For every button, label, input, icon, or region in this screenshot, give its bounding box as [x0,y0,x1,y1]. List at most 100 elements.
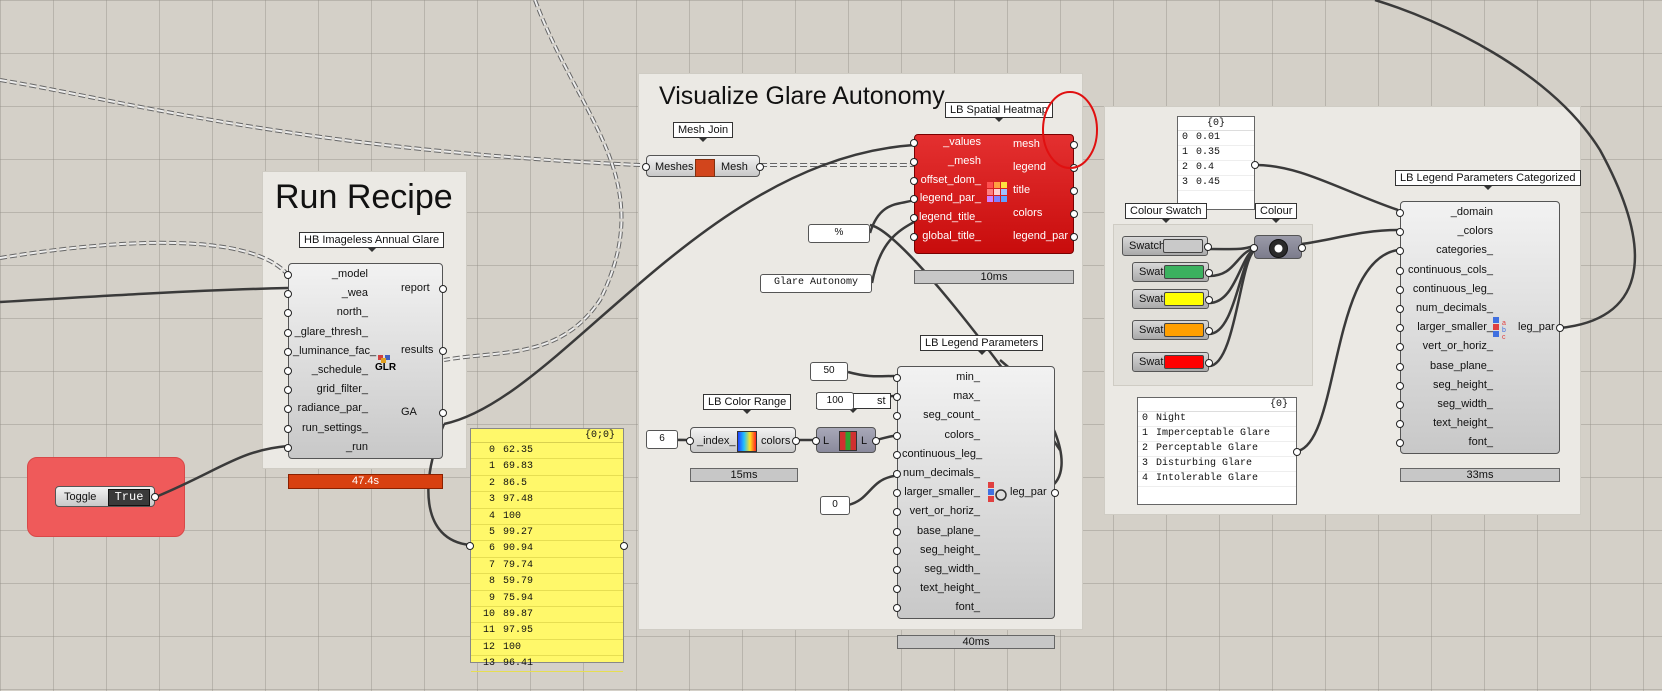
input-grip[interactable] [284,347,292,356]
output-grip[interactable] [151,493,159,501]
output-grip[interactable] [1205,327,1213,335]
input-grip[interactable] [1396,420,1404,429]
colour-swatch[interactable]: Swatch [1132,262,1213,282]
input-grip[interactable] [910,176,918,185]
colour-swatch[interactable]: Swatch [1132,352,1213,372]
input-grip[interactable] [893,393,901,402]
input-grip[interactable] [910,195,918,204]
colour-swatch[interactable]: Swatch [1122,236,1212,256]
index-param[interactable]: 6 [646,430,678,449]
input-grip[interactable] [1396,324,1404,333]
input-grip[interactable] [284,386,292,395]
input-grip[interactable] [284,443,292,452]
input-grip[interactable] [1396,285,1404,294]
output-grip[interactable] [1205,359,1213,367]
output-grip[interactable] [1070,210,1078,218]
output-grip[interactable] [1556,324,1564,332]
output-grip[interactable] [792,437,800,445]
swatch-color[interactable] [1164,292,1204,306]
decimals-param[interactable]: 0 [820,496,850,515]
input-grip[interactable] [893,585,901,594]
swatch-color[interactable] [1164,265,1204,279]
input-param: text_height_ [920,582,980,595]
list-item[interactable]: L L [812,427,880,453]
output-grip[interactable] [1070,141,1078,149]
output-grip[interactable] [439,285,447,293]
input-grip[interactable] [1396,439,1404,448]
input-grip[interactable] [284,367,292,375]
input-param: _run [345,440,368,453]
input-grip[interactable] [893,566,901,574]
panel-output-grip[interactable] [620,542,628,550]
input-grip[interactable] [1396,362,1404,371]
mesh-join[interactable]: Meshes Mesh [642,155,764,177]
lb-legend-parameters[interactable]: min_max_seg_count_colors_continuous_leg_… [893,366,1059,619]
input-grip[interactable] [1396,305,1404,313]
colour-swatch[interactable]: Swatch [1132,320,1213,340]
panel-output-grip[interactable] [1251,161,1259,169]
input-grip[interactable] [910,139,918,147]
output-grip[interactable] [1298,244,1306,252]
input-grip[interactable] [893,527,901,536]
output-grip[interactable] [1070,233,1078,241]
min-param[interactable]: 50 [810,362,848,381]
output-grip[interactable] [1205,269,1213,277]
input-grip[interactable] [284,290,292,299]
lb-color-range[interactable]: _index_ colors [686,427,800,453]
input-grip[interactable] [284,309,292,318]
input-grip[interactable] [893,508,901,517]
colour-component[interactable] [1250,235,1306,259]
input-grip[interactable] [893,546,901,555]
toggle-value[interactable]: True [108,489,150,506]
output-grip[interactable] [1051,489,1059,497]
input-grip[interactable] [893,431,901,440]
output-grip[interactable] [439,409,447,417]
input-grip[interactable] [1396,228,1404,237]
input-grip[interactable] [1396,381,1404,390]
swatch-color[interactable] [1164,355,1204,369]
colour-swatch[interactable]: Swatch [1132,289,1213,309]
input-grip[interactable] [910,157,918,166]
input-grip[interactable] [893,412,901,421]
output-grip[interactable] [439,347,447,355]
percent-param[interactable]: % [808,224,870,243]
input-grip[interactable] [284,328,292,337]
input-grip[interactable] [1396,247,1404,256]
input-grip[interactable] [1250,244,1258,252]
output-grip[interactable] [1070,187,1078,195]
output-grip[interactable] [756,163,764,171]
input-grip[interactable] [812,437,820,445]
input-grip[interactable] [642,163,650,171]
glare-title-param[interactable]: Glare Autonomy [760,274,872,293]
input-grip[interactable] [284,271,292,279]
output-grip[interactable] [1204,243,1212,251]
output-grip[interactable] [1205,296,1213,304]
input-grip[interactable] [910,214,918,223]
panel-output-grip[interactable] [1293,448,1301,456]
swatch-color[interactable] [1164,323,1204,337]
input-grip[interactable] [893,450,901,459]
output-grip[interactable] [872,437,880,445]
input-grip[interactable] [893,374,901,382]
input-grip[interactable] [284,424,292,433]
boolean-toggle[interactable]: Toggle True [55,486,159,507]
swatch-color[interactable] [1163,239,1203,253]
input-grip[interactable] [1396,209,1404,217]
input-grip[interactable] [893,489,901,498]
input-grip[interactable] [893,604,901,613]
input-grip[interactable] [1396,343,1404,352]
input-grip[interactable] [686,437,694,445]
input-grip[interactable] [893,470,901,478]
panel-input-grip[interactable] [466,542,474,550]
input-grip[interactable] [1396,266,1404,275]
input-grip[interactable] [284,405,292,414]
input-grip[interactable] [910,233,918,241]
max-param[interactable]: 100 [816,392,854,410]
input-grip[interactable] [1396,401,1404,409]
